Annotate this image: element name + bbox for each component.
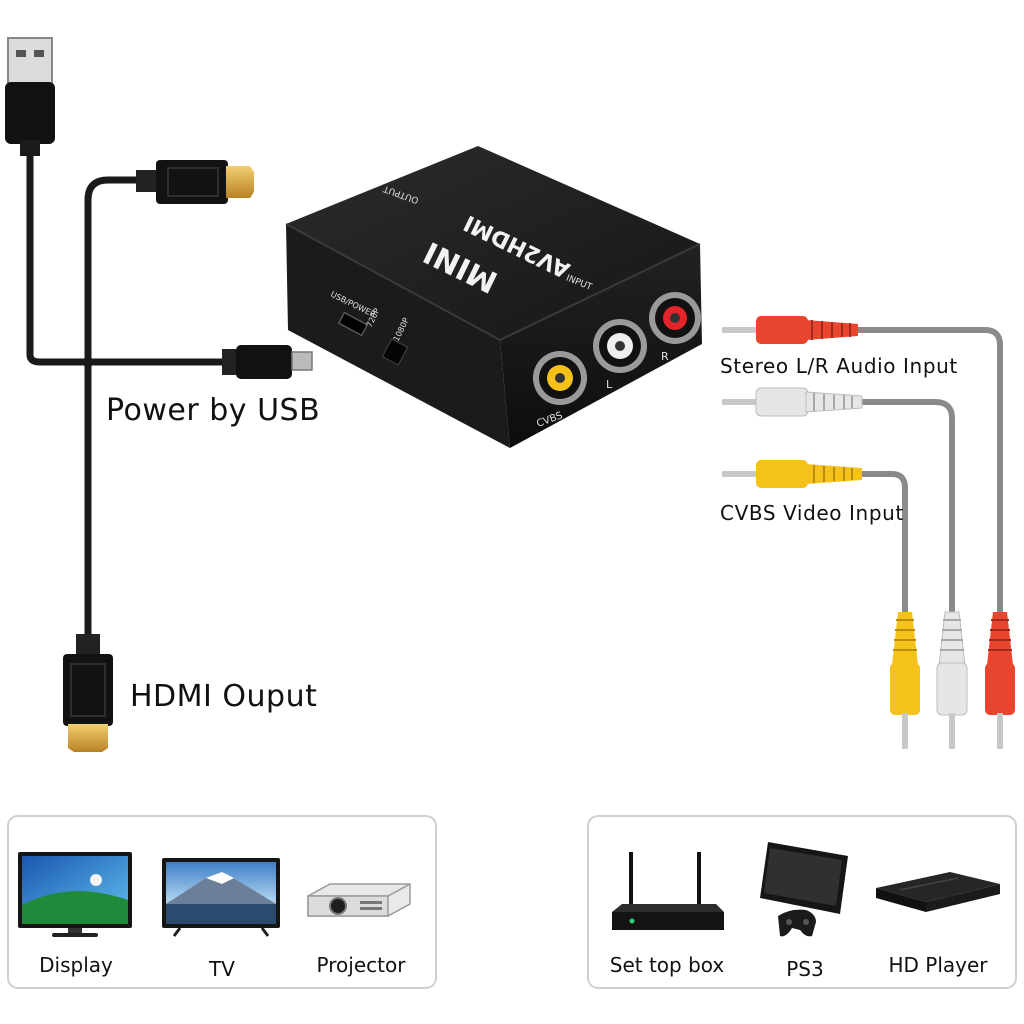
- rca-plug-white-vertical: [936, 611, 968, 749]
- tv-icon: [162, 858, 280, 937]
- rca-plug-red-vertical: [985, 612, 1015, 749]
- usb-a-plug: [5, 37, 55, 156]
- power-by-usb-label: Power by USB: [106, 393, 321, 428]
- hdmi-output-label: HDMI Ouput: [130, 679, 318, 714]
- hd-player-icon: [876, 872, 1000, 912]
- device-label-display: Display: [39, 953, 113, 977]
- ps3-icon: [760, 842, 848, 937]
- rca-plug-red: [722, 316, 858, 344]
- device-label-tv: TV: [209, 957, 235, 981]
- usb-cable: [5, 37, 313, 379]
- rca-cables: [722, 316, 1015, 749]
- hdmi-plug-bottom: [63, 634, 113, 752]
- jack-l: [593, 319, 647, 373]
- jack-l-label: L: [606, 378, 613, 391]
- device-label-hd-player: HD Player: [888, 953, 988, 977]
- micro-usb-plug: [222, 345, 313, 379]
- hdmi-plug-top: [136, 160, 254, 204]
- jack-r-label: R: [661, 350, 669, 363]
- jack-cvbs: [533, 351, 587, 405]
- display-icon: [18, 852, 132, 937]
- rca-plug-yellow-vertical: [890, 612, 920, 749]
- projector-icon: [307, 883, 411, 917]
- mini-usb-port: [337, 311, 369, 337]
- stereo-audio-input-label: Stereo L/R Audio Input: [720, 354, 958, 378]
- cvbs-video-input-label: CVBS Video Input: [720, 501, 904, 525]
- rca-plug-yellow: [722, 460, 862, 488]
- device-label-ps3: PS3: [786, 957, 824, 981]
- device-label-set-top-box: Set top box: [609, 953, 725, 977]
- set-top-box-icon: [612, 852, 724, 930]
- av2hdmi-converter: AV2HDMI MINI OUTPUT INPUT USB/POWER 720P…: [285, 146, 702, 448]
- device-label-projector: Projector: [316, 953, 406, 977]
- hdmi-cable: [63, 160, 254, 752]
- resolution-switch: [381, 338, 409, 366]
- rca-plug-white: [722, 387, 863, 417]
- jack-r: [649, 292, 701, 344]
